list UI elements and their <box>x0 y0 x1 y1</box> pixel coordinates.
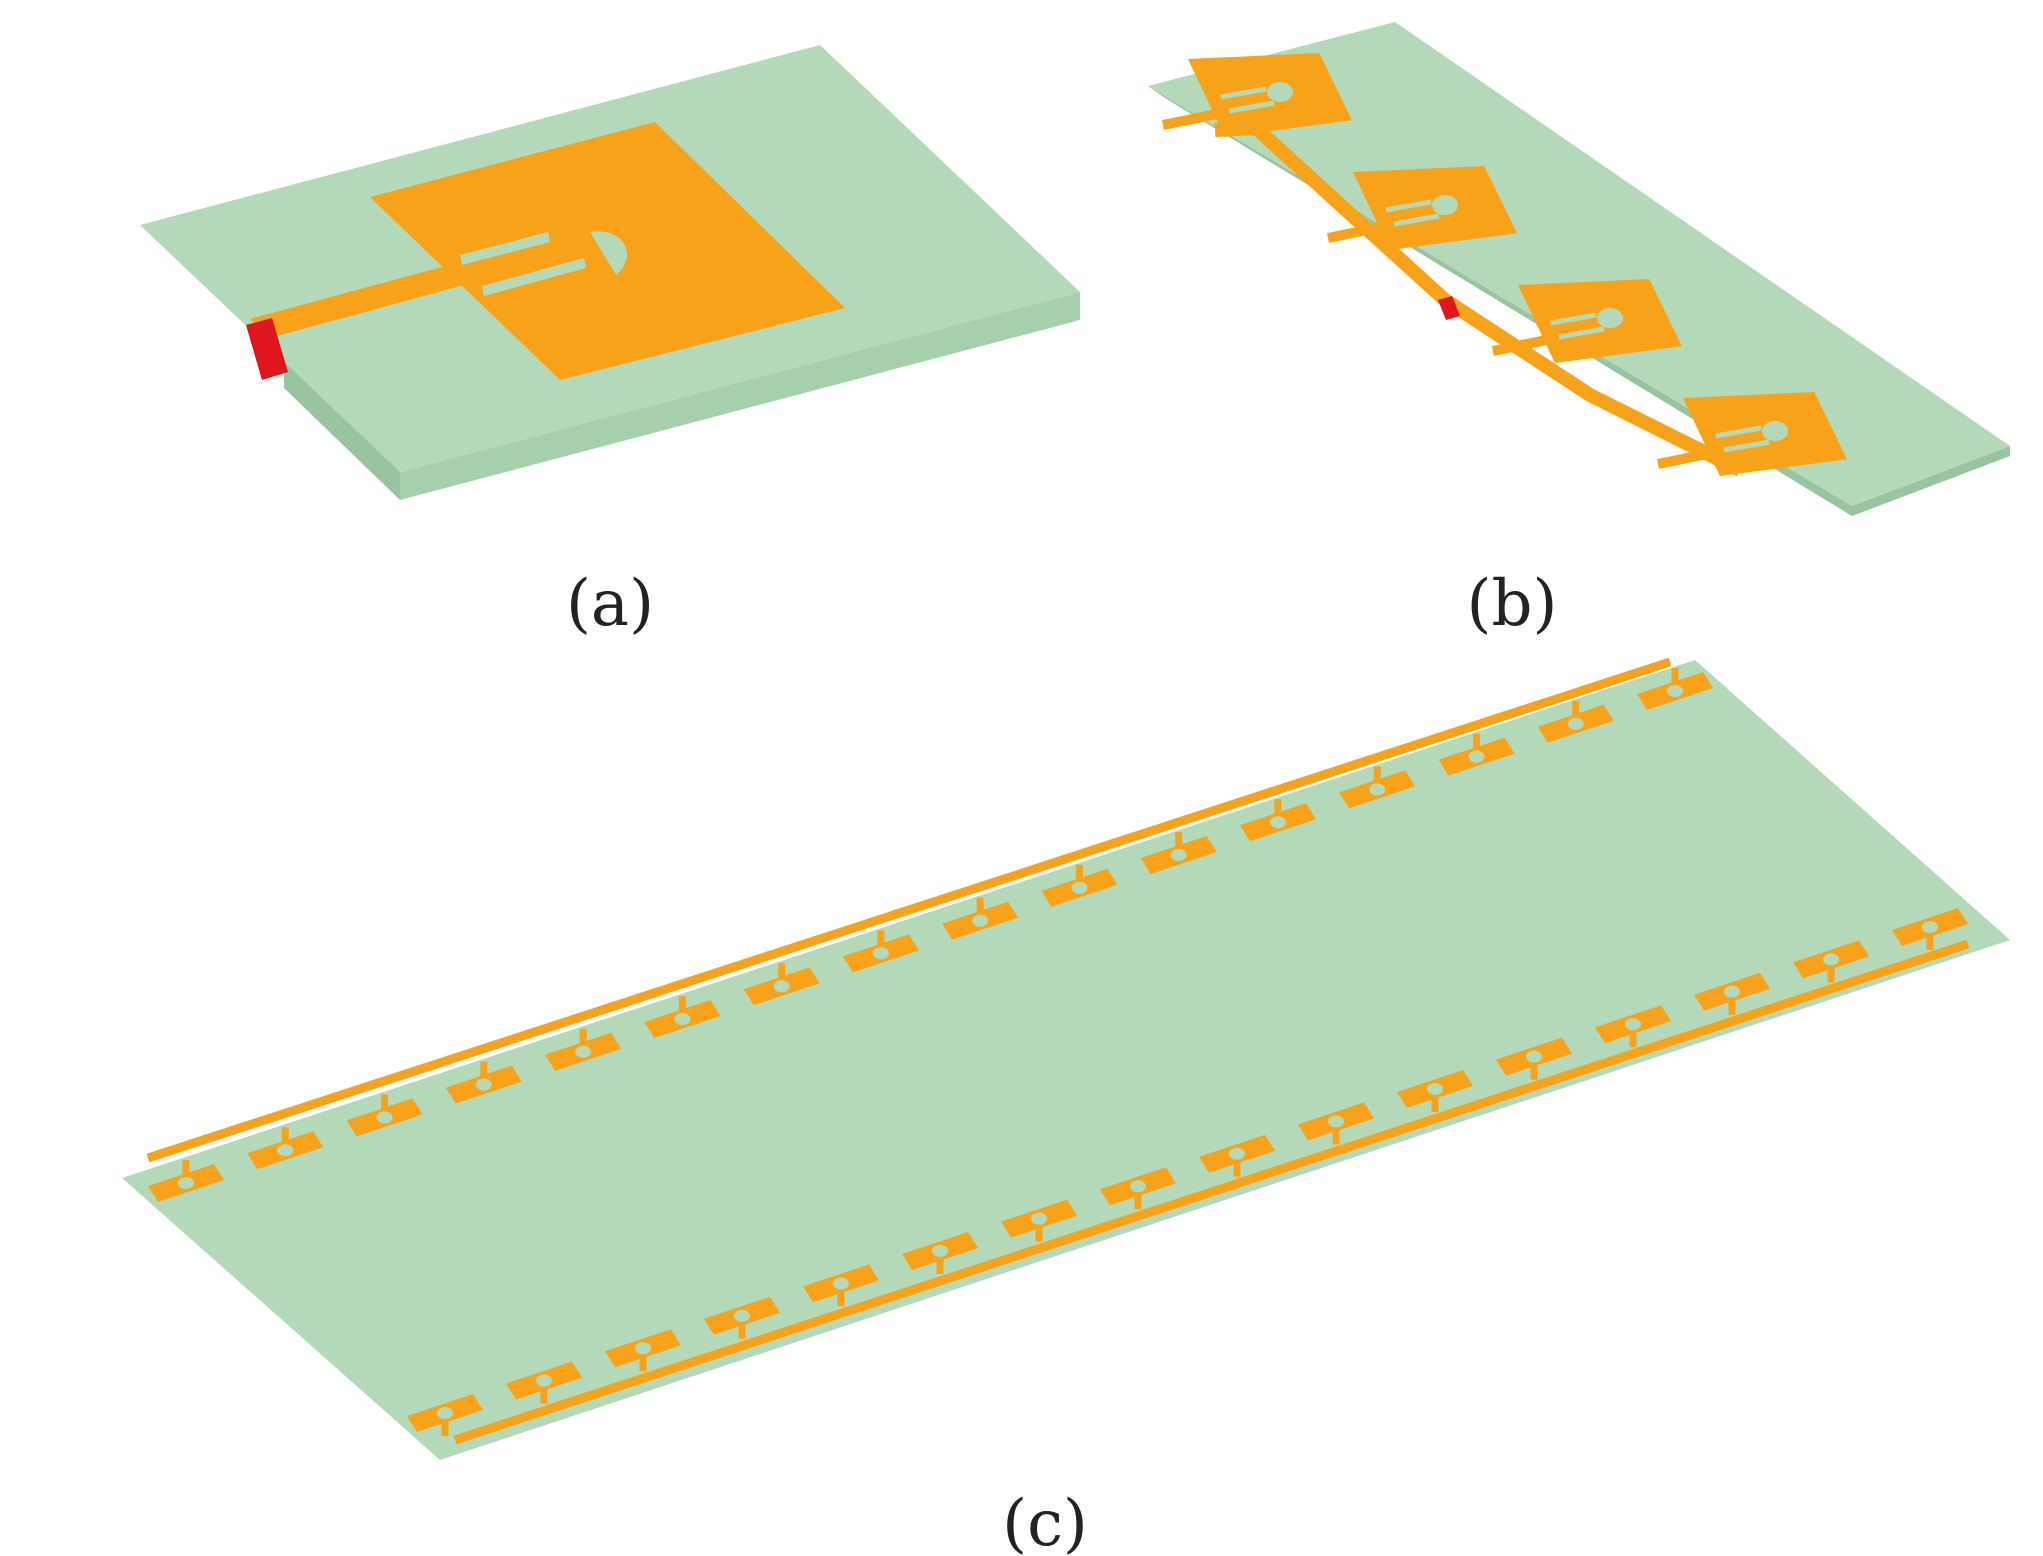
inset-slot-b <box>1220 86 1267 100</box>
panel-c-large-array <box>122 657 2010 1460</box>
substrate-a-front <box>284 356 400 500</box>
array-b-elements <box>1161 53 1847 477</box>
semicircle-slot-c <box>1922 921 1938 933</box>
inset-slot-b <box>1715 425 1762 439</box>
inset-slot-b <box>1385 199 1432 213</box>
semicircle-slot-c <box>734 1309 750 1322</box>
semicircle-slot-c <box>1526 1050 1542 1063</box>
caption-b: (b) <box>1467 567 1558 641</box>
semicircle-slot-c <box>1625 1018 1641 1031</box>
caption-a: (a) <box>566 567 654 641</box>
semicircle-slot-c <box>437 1407 453 1419</box>
semicircle-slot-a <box>590 231 628 275</box>
semicircle-slot-c <box>1369 783 1386 796</box>
array-c-elements <box>146 657 1970 1445</box>
semicircle-slot-c <box>635 1342 651 1355</box>
substrate-a-right <box>400 292 1080 500</box>
inset-slot-b <box>1723 439 1770 453</box>
semicircle-slot-c <box>575 1045 592 1058</box>
semicircle-slot-c <box>1031 1212 1047 1225</box>
semicircle-slot-c <box>972 914 989 927</box>
semicircle-slot-c <box>475 1078 492 1091</box>
semicircle-slot-c <box>1130 1180 1146 1193</box>
inset-slot-b <box>1558 326 1605 340</box>
inset-slot-b <box>1228 100 1275 114</box>
semicircle-slot-b <box>1267 82 1293 102</box>
inset-slot-upper-a <box>460 232 550 265</box>
inset-slot-lower-a <box>482 258 586 296</box>
semicircle-slot-c <box>1229 1147 1245 1160</box>
semicircle-slot-b <box>1432 195 1458 215</box>
semicircle-slot-c <box>932 1245 948 1257</box>
panel-b-linear-array <box>1148 22 2010 516</box>
semicircle-slot-c <box>674 1013 691 1025</box>
feed-port-a <box>246 318 288 380</box>
semicircle-slot-c <box>178 1177 194 1189</box>
feed-line-c <box>146 657 1672 1163</box>
semicircle-slot-c <box>277 1144 294 1157</box>
caption-c: (c) <box>1002 1487 1088 1556</box>
semicircle-slot-b <box>1762 421 1788 441</box>
semicircle-slot-c <box>773 980 790 993</box>
semicircle-slot-c <box>1823 953 1839 966</box>
semicircle-slot-c <box>1667 685 1683 697</box>
semicircle-slot-c <box>833 1277 849 1290</box>
semicircle-slot-c <box>1567 717 1584 730</box>
semicircle-slot-b <box>1597 308 1623 328</box>
semicircle-slot-c <box>1328 1115 1344 1128</box>
substrate-b-top <box>1148 22 2010 506</box>
semicircle-slot-c <box>1170 849 1187 861</box>
feed-port-b <box>1438 296 1460 320</box>
semicircle-slot-c <box>1724 985 1740 998</box>
semicircle-slot-c <box>1427 1083 1443 1095</box>
inset-slot-b <box>1550 312 1597 326</box>
semicircle-slot-c <box>376 1111 393 1124</box>
panel-a-single-patch <box>140 45 1080 500</box>
semicircle-slot-c <box>1269 816 1286 829</box>
semicircle-slot-c <box>536 1374 552 1387</box>
inset-slot-b <box>1393 213 1440 227</box>
semicircle-slot-c <box>872 947 889 960</box>
semicircle-slot-c <box>1468 750 1485 763</box>
semicircle-slot-c <box>1071 881 1088 894</box>
substrate-c-top <box>122 660 2010 1460</box>
feed-line-c <box>453 939 1970 1445</box>
